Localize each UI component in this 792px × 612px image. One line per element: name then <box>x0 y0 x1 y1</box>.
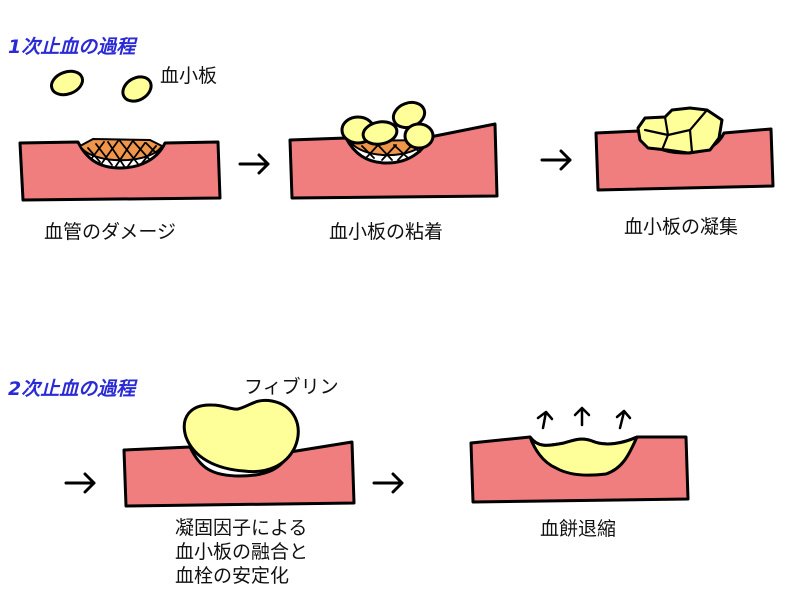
right-arrow-icon <box>372 472 404 494</box>
right-arrow-icon <box>540 149 572 171</box>
up-arrow-icon <box>615 409 632 430</box>
right-arrow-icon <box>238 153 270 175</box>
step-label-platelet-adhesion: 血小板の粘着 <box>329 221 444 243</box>
vessel-damaged <box>18 138 222 202</box>
platelet-boundaries <box>643 108 709 154</box>
label-line: 凝固因子による <box>175 517 308 539</box>
platelet-label: 血小板 <box>160 65 218 87</box>
step-label-platelet-aggregation: 血小板の凝集 <box>624 216 739 238</box>
label-line: 血小板の融合と <box>175 541 309 563</box>
step-label-clot-retraction: 血餅退縮 <box>540 518 617 540</box>
vessel-fibrin-clot <box>122 398 356 508</box>
section1-heading: 1次止血の過程 <box>8 36 136 58</box>
fibrin-clot <box>182 398 300 474</box>
crosshatch-pattern <box>87 140 158 167</box>
section2-heading: 2次止血の過程 <box>8 378 136 400</box>
vessel-aggregation <box>594 106 775 192</box>
platelet-aggregate <box>636 106 724 155</box>
crosshatch-pattern <box>361 142 421 161</box>
platelet <box>361 120 399 146</box>
vessel-clot-retraction <box>469 406 690 504</box>
label-line: 血栓の安定化 <box>175 565 290 587</box>
fibrin-label: フィブリン <box>244 376 339 398</box>
up-arrow-icon <box>573 406 591 427</box>
retracted-clot <box>528 435 639 477</box>
vessel-wall <box>18 140 222 202</box>
step-label-vessel-damage: 血管のダメージ <box>44 221 177 243</box>
platelet <box>121 75 153 103</box>
right-arrow-icon <box>64 472 96 494</box>
platelet <box>403 122 435 150</box>
platelet <box>50 69 84 97</box>
step-label-clot-stabilization: 凝固因子による 血小板の融合と 血栓の安定化 <box>175 516 308 588</box>
vessel-adhesion <box>288 100 499 200</box>
up-arrow-icon <box>536 410 554 430</box>
